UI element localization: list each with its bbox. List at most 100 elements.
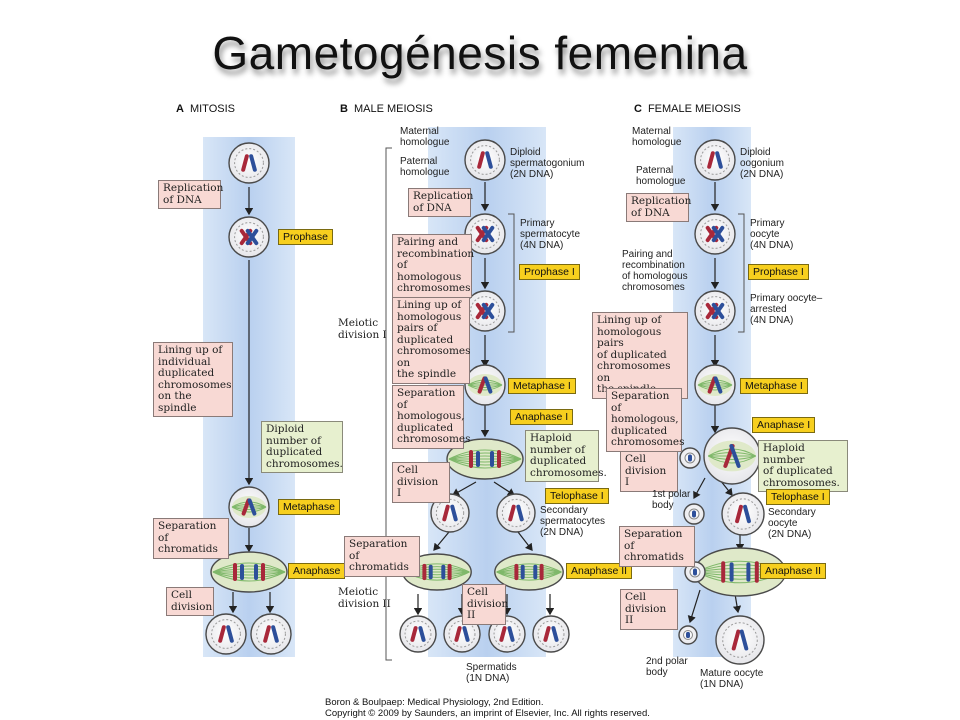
female-second-polar-body [678, 625, 698, 645]
spindle-fiber [697, 384, 733, 388]
female-cell-anaphase1 [703, 427, 761, 485]
male-primary-bracket [508, 213, 515, 333]
chromosome [539, 563, 544, 581]
chromosome [476, 451, 480, 467]
nucleus [688, 508, 700, 520]
chromosome [481, 225, 495, 243]
chromosome [441, 564, 446, 580]
flow-arrow [693, 477, 706, 500]
male-anaphase1-tag: Anaphase I [510, 409, 574, 425]
female-cell-arrested [694, 290, 736, 332]
chromosome [428, 564, 433, 580]
female-mature-oocyte [715, 615, 765, 665]
female-prophase1-tag: Prophase I [748, 264, 809, 280]
mitosis-metaphase-tag: Metaphase [278, 499, 340, 515]
spindle-fiber [496, 566, 562, 573]
flow-arrow [433, 531, 450, 551]
spindle-fiber [448, 449, 522, 460]
chromosome [729, 444, 741, 468]
spindle-fiber [448, 458, 522, 463]
chromosome [241, 498, 251, 516]
nucleus [700, 296, 730, 326]
nucleus [727, 498, 759, 530]
nucleus [501, 498, 531, 528]
nucleus [470, 296, 500, 326]
nucleus [404, 620, 432, 648]
female-anaphase1-tag: Anaphase I [752, 417, 816, 433]
nucleus [722, 622, 758, 658]
chromosome [507, 626, 515, 642]
mitosis-cell-prophase [228, 216, 270, 258]
nucleus [689, 566, 701, 578]
mitosis-daughter-cell [205, 613, 247, 655]
chromosome [254, 564, 258, 580]
chromosome [261, 563, 265, 581]
flow-arrow [687, 589, 701, 624]
male-spermatid [399, 615, 437, 653]
chromosome [508, 504, 516, 522]
flow-arrow [493, 481, 516, 496]
male-metaphase1-tag: Metaphase I [508, 378, 576, 394]
chromosome [707, 151, 715, 169]
male-cell-metaphase1 [464, 364, 506, 406]
chromosome [520, 564, 525, 580]
nucleus [684, 452, 696, 464]
chromosome [499, 626, 507, 642]
spindle-fiber [212, 568, 286, 573]
nucleus [234, 148, 264, 178]
chromosome [447, 563, 452, 581]
chromosome [422, 563, 427, 581]
female-cell-primary-oocyte [694, 213, 736, 255]
spindle-fiber [231, 506, 267, 513]
spindle-fiber [212, 571, 286, 582]
credit-line-1: Boron & Boulpaep: Medical Physiology, 2n… [325, 697, 544, 708]
female-cell-secondary-oocyte [721, 492, 765, 536]
male-cell-spermatogonium [464, 139, 506, 181]
cell-membrane [399, 615, 437, 653]
chromosome [271, 625, 279, 643]
female-polar-body [683, 503, 705, 525]
mitosis-cell-diploid [228, 142, 270, 184]
spindle-fiber [467, 384, 503, 388]
chromosome [490, 451, 494, 467]
chromosome [693, 568, 697, 576]
male-cell-secondary [496, 493, 536, 533]
female-polar-body-dividing [684, 561, 706, 583]
male-telophase1-tag: Telophase I [545, 488, 609, 504]
nucleus [211, 619, 241, 649]
spindle-fiber [708, 455, 756, 460]
nucleus [493, 620, 521, 648]
chromosome [711, 302, 725, 320]
spindle-fiber [212, 571, 286, 576]
spindle-fiber [697, 384, 733, 391]
chromosome [226, 625, 234, 643]
spindle-fiber [448, 455, 522, 460]
chromosome [735, 504, 743, 524]
chromosome [485, 151, 493, 169]
chromosome [731, 629, 741, 651]
chromosome [477, 151, 485, 169]
flow-arrow [517, 531, 533, 551]
chromosome [692, 510, 696, 518]
chromosome [469, 450, 473, 468]
